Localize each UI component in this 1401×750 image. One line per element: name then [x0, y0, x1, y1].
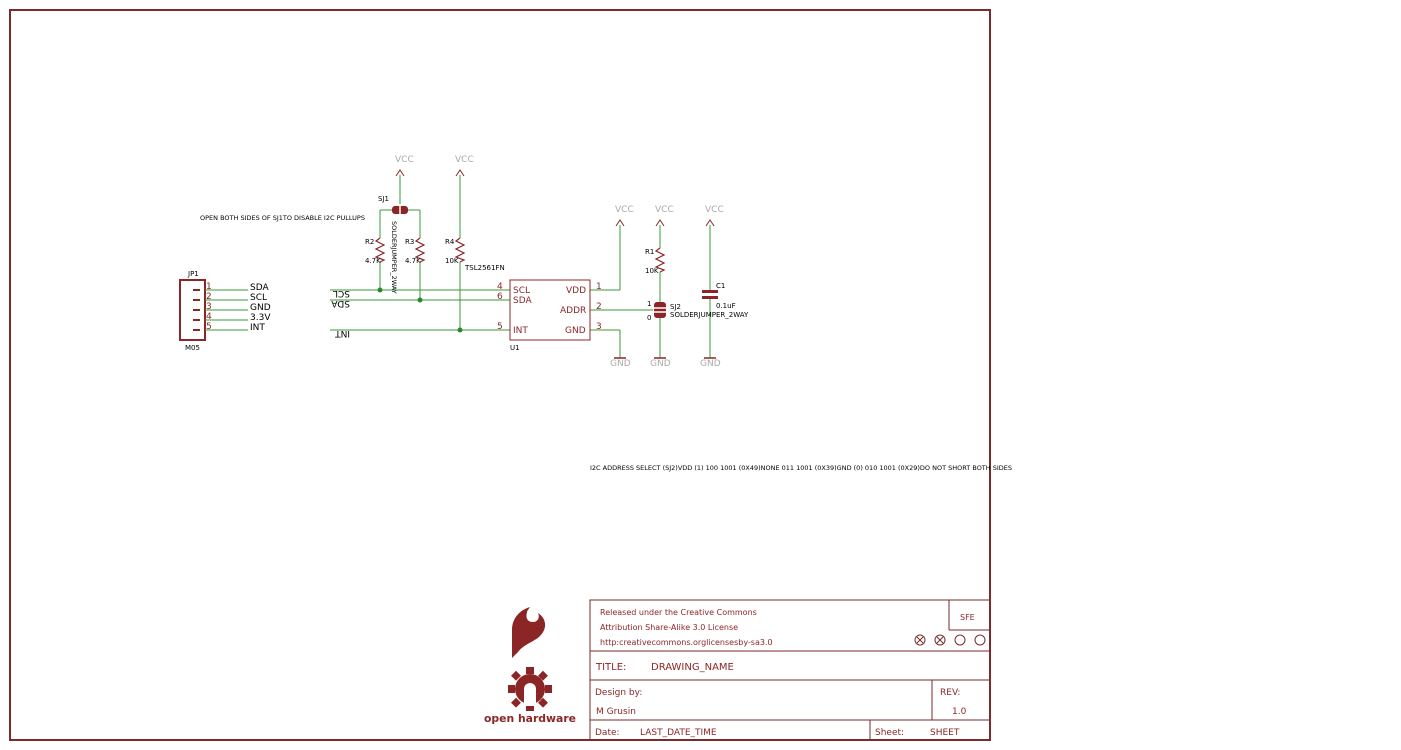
- jp1-pin-4-num: 4: [206, 312, 212, 322]
- r4-value: 10K: [445, 257, 459, 265]
- resistor-r2: R2 4.7K: [365, 237, 386, 265]
- address-select-note: I2C ADDRESS SELECT (SJ2)VDD (1) 100 1001…: [590, 464, 1012, 472]
- jp1-net-gnd: GND: [250, 303, 271, 313]
- svg-text:VCC: VCC: [395, 155, 414, 165]
- c1-ref: C1: [716, 282, 725, 290]
- title-label: TITLE:: [595, 662, 626, 673]
- sj1-value: SOLDERJUMPER_2WAY: [390, 221, 398, 294]
- open-hardware-text: open hardware: [484, 712, 576, 725]
- drawing-title: DRAWING_NAME: [651, 662, 734, 673]
- svg-text:SDA: SDA: [331, 298, 350, 308]
- svg-text:VCC: VCC: [705, 205, 724, 215]
- resistor-r3: R3 4.7K: [405, 237, 426, 265]
- pullup-note: OPEN BOTH SIDES OF SJ1TO DISABLE I2C PUL…: [200, 214, 365, 222]
- svg-text:VCC: VCC: [455, 155, 474, 165]
- license-line-2: Attribution Share-Alike 3.0 License: [600, 623, 738, 632]
- u1-value: TSL2561FN: [464, 264, 505, 272]
- vcc-symbol-vdd: VCC: [615, 205, 634, 227]
- u1-pin-4-num: 4: [497, 282, 503, 292]
- jp1-value: M05: [185, 344, 200, 352]
- svg-text:VCC: VCC: [615, 205, 634, 215]
- u1-pin-int-name: INT: [513, 326, 528, 336]
- rev-label: REV:: [940, 688, 960, 698]
- svg-text:GND: GND: [610, 359, 631, 369]
- ic-u1-tsl2561: TSL2561FN SCL SDA INT 4 6 5 VDD ADDR GND…: [464, 264, 602, 352]
- svg-text:GND: GND: [650, 359, 671, 369]
- u1-pin-5-num: 5: [497, 322, 503, 332]
- sheet-label: Sheet:: [875, 728, 904, 738]
- open-hardware-logo: open hardware: [484, 667, 576, 725]
- u1-pin-sda-name: SDA: [513, 296, 532, 306]
- gnd-symbol-c1: GND: [700, 357, 721, 369]
- license-line-3: http:creativecommons.orglicensesby-sa3.0: [600, 638, 773, 647]
- sj2-ref: SJ2: [670, 303, 681, 311]
- u1-ref: U1: [510, 344, 520, 352]
- sj2-pin0: 0: [647, 314, 651, 322]
- net-label-sda: SDA: [331, 298, 350, 308]
- r2-ref: R2: [365, 238, 374, 246]
- cc-license-icons: [914, 634, 986, 646]
- connector-jp1: JP1 M05 1 2 3 4 5 SDA SCL GND 3.3V INT: [179, 270, 271, 352]
- title-block: Released under the Creative Commons Attr…: [589, 599, 991, 741]
- u1-pin-1-num: 1: [596, 282, 602, 292]
- r2-value: 4.7K: [365, 257, 381, 265]
- junctions: [377, 287, 463, 333]
- solder-jumper-sj2: 1 0 SJ2 SOLDERJUMPER_2WAY: [647, 300, 749, 322]
- svg-text:SCL: SCL: [333, 288, 350, 298]
- r1-ref: R1: [645, 248, 654, 256]
- svg-text:INT: INT: [335, 328, 350, 338]
- resistor-r1: R1 10K: [645, 247, 666, 275]
- r3-value: 4.7K: [405, 257, 421, 265]
- date-label: Date:: [595, 728, 620, 738]
- date-value: LAST_DATE_TIME: [640, 728, 717, 738]
- c1-value: 0.1uF: [716, 302, 736, 310]
- gnd-symbol-sj2: GND: [650, 357, 671, 369]
- sparkfun-flame-logo: [512, 607, 546, 658]
- designer-name: M Grusin: [596, 707, 636, 717]
- jp1-pin-5-num: 5: [206, 322, 212, 332]
- jp1-pin-2-num: 2: [206, 292, 212, 302]
- resistor-r4: R4 10K: [445, 237, 466, 265]
- u1-pin-3-num: 3: [596, 322, 602, 332]
- jp1-pin-1-num: 1: [206, 282, 212, 292]
- u1-pin-6-num: 6: [497, 292, 503, 302]
- vcc-symbol-sj1: VCC: [395, 155, 414, 177]
- rev-value: 1.0: [952, 707, 967, 717]
- design-by-label: Design by:: [595, 688, 642, 698]
- sheet-frame: [9, 9, 991, 741]
- gnd-symbol-ic: GND: [610, 357, 631, 369]
- sj2-value: SOLDERJUMPER_2WAY: [670, 311, 749, 319]
- sj1-ref: SJ1: [378, 195, 389, 203]
- svg-text:VCC: VCC: [655, 205, 674, 215]
- vcc-symbol-r1: VCC: [655, 205, 674, 227]
- vcc-symbol-r4: VCC: [455, 155, 474, 177]
- sj2-pin1: 1: [647, 300, 651, 308]
- jp1-ref: JP1: [187, 270, 199, 278]
- jp1-net-int: INT: [250, 323, 265, 333]
- u1-pin-vdd-name: VDD: [566, 286, 586, 296]
- r1-value: 10K: [645, 267, 659, 275]
- net-label-scl: SCL: [333, 288, 350, 298]
- u1-pin-scl-name: SCL: [513, 286, 530, 296]
- capacitor-c1: C1 0.1uF: [702, 282, 736, 310]
- sfe-logo-text: SFE: [960, 613, 975, 622]
- u1-pin-2-num: 2: [596, 302, 602, 312]
- svg-text:GND: GND: [700, 359, 721, 369]
- solder-jumper-sj1: SJ1 SOLDERJUMPER_2WAY: [378, 195, 408, 294]
- sheet-value: SHEET: [930, 728, 960, 738]
- r4-ref: R4: [445, 238, 455, 246]
- net-label-int: INT: [335, 328, 350, 338]
- u1-pin-gnd-name: GND: [565, 326, 586, 336]
- vcc-symbol-c1: VCC: [705, 205, 724, 227]
- jp1-net-sda: SDA: [250, 283, 269, 293]
- r3-ref: R3: [405, 238, 414, 246]
- jp1-pin-3-num: 3: [206, 302, 212, 312]
- jp1-net-3v3: 3.3V: [250, 313, 271, 323]
- license-line-1: Released under the Creative Commons: [600, 608, 757, 617]
- jp1-body: [179, 279, 206, 341]
- jp1-net-scl: SCL: [250, 293, 267, 303]
- u1-pin-addr-name: ADDR: [560, 306, 586, 316]
